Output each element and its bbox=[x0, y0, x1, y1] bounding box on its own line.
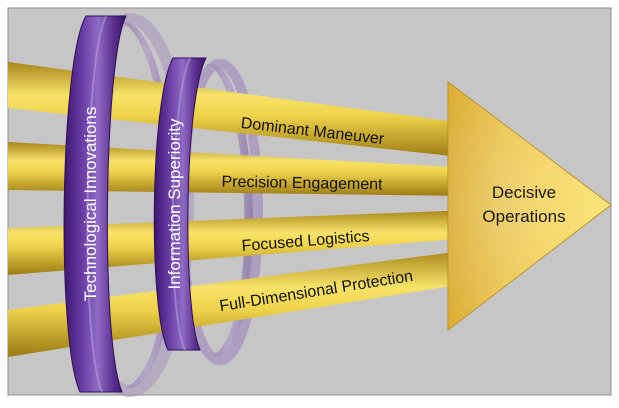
arrow-label-line2: Operations bbox=[482, 207, 565, 226]
ring-label-information-superiority: Information Superiority bbox=[165, 118, 184, 290]
arrow-label-line1: Decisive bbox=[492, 183, 556, 202]
beam-full-dimensional-protection bbox=[8, 250, 470, 357]
beams bbox=[8, 62, 470, 357]
ring-information-superiority: Information Superiority bbox=[153, 57, 207, 351]
beam-precision-engagement bbox=[8, 142, 470, 196]
ring-label-technological-innovations: Technological Innovations bbox=[81, 107, 100, 302]
ring-technological-innovations: Technological Innovations bbox=[63, 15, 127, 393]
beam-dominant-maneuver bbox=[8, 62, 470, 158]
beam-label-precision-engagement: Precision Engagement bbox=[221, 174, 383, 194]
beam-focused-logistics bbox=[8, 210, 470, 275]
decisive-operations-arrow: Decisive Operations bbox=[447, 80, 612, 332]
